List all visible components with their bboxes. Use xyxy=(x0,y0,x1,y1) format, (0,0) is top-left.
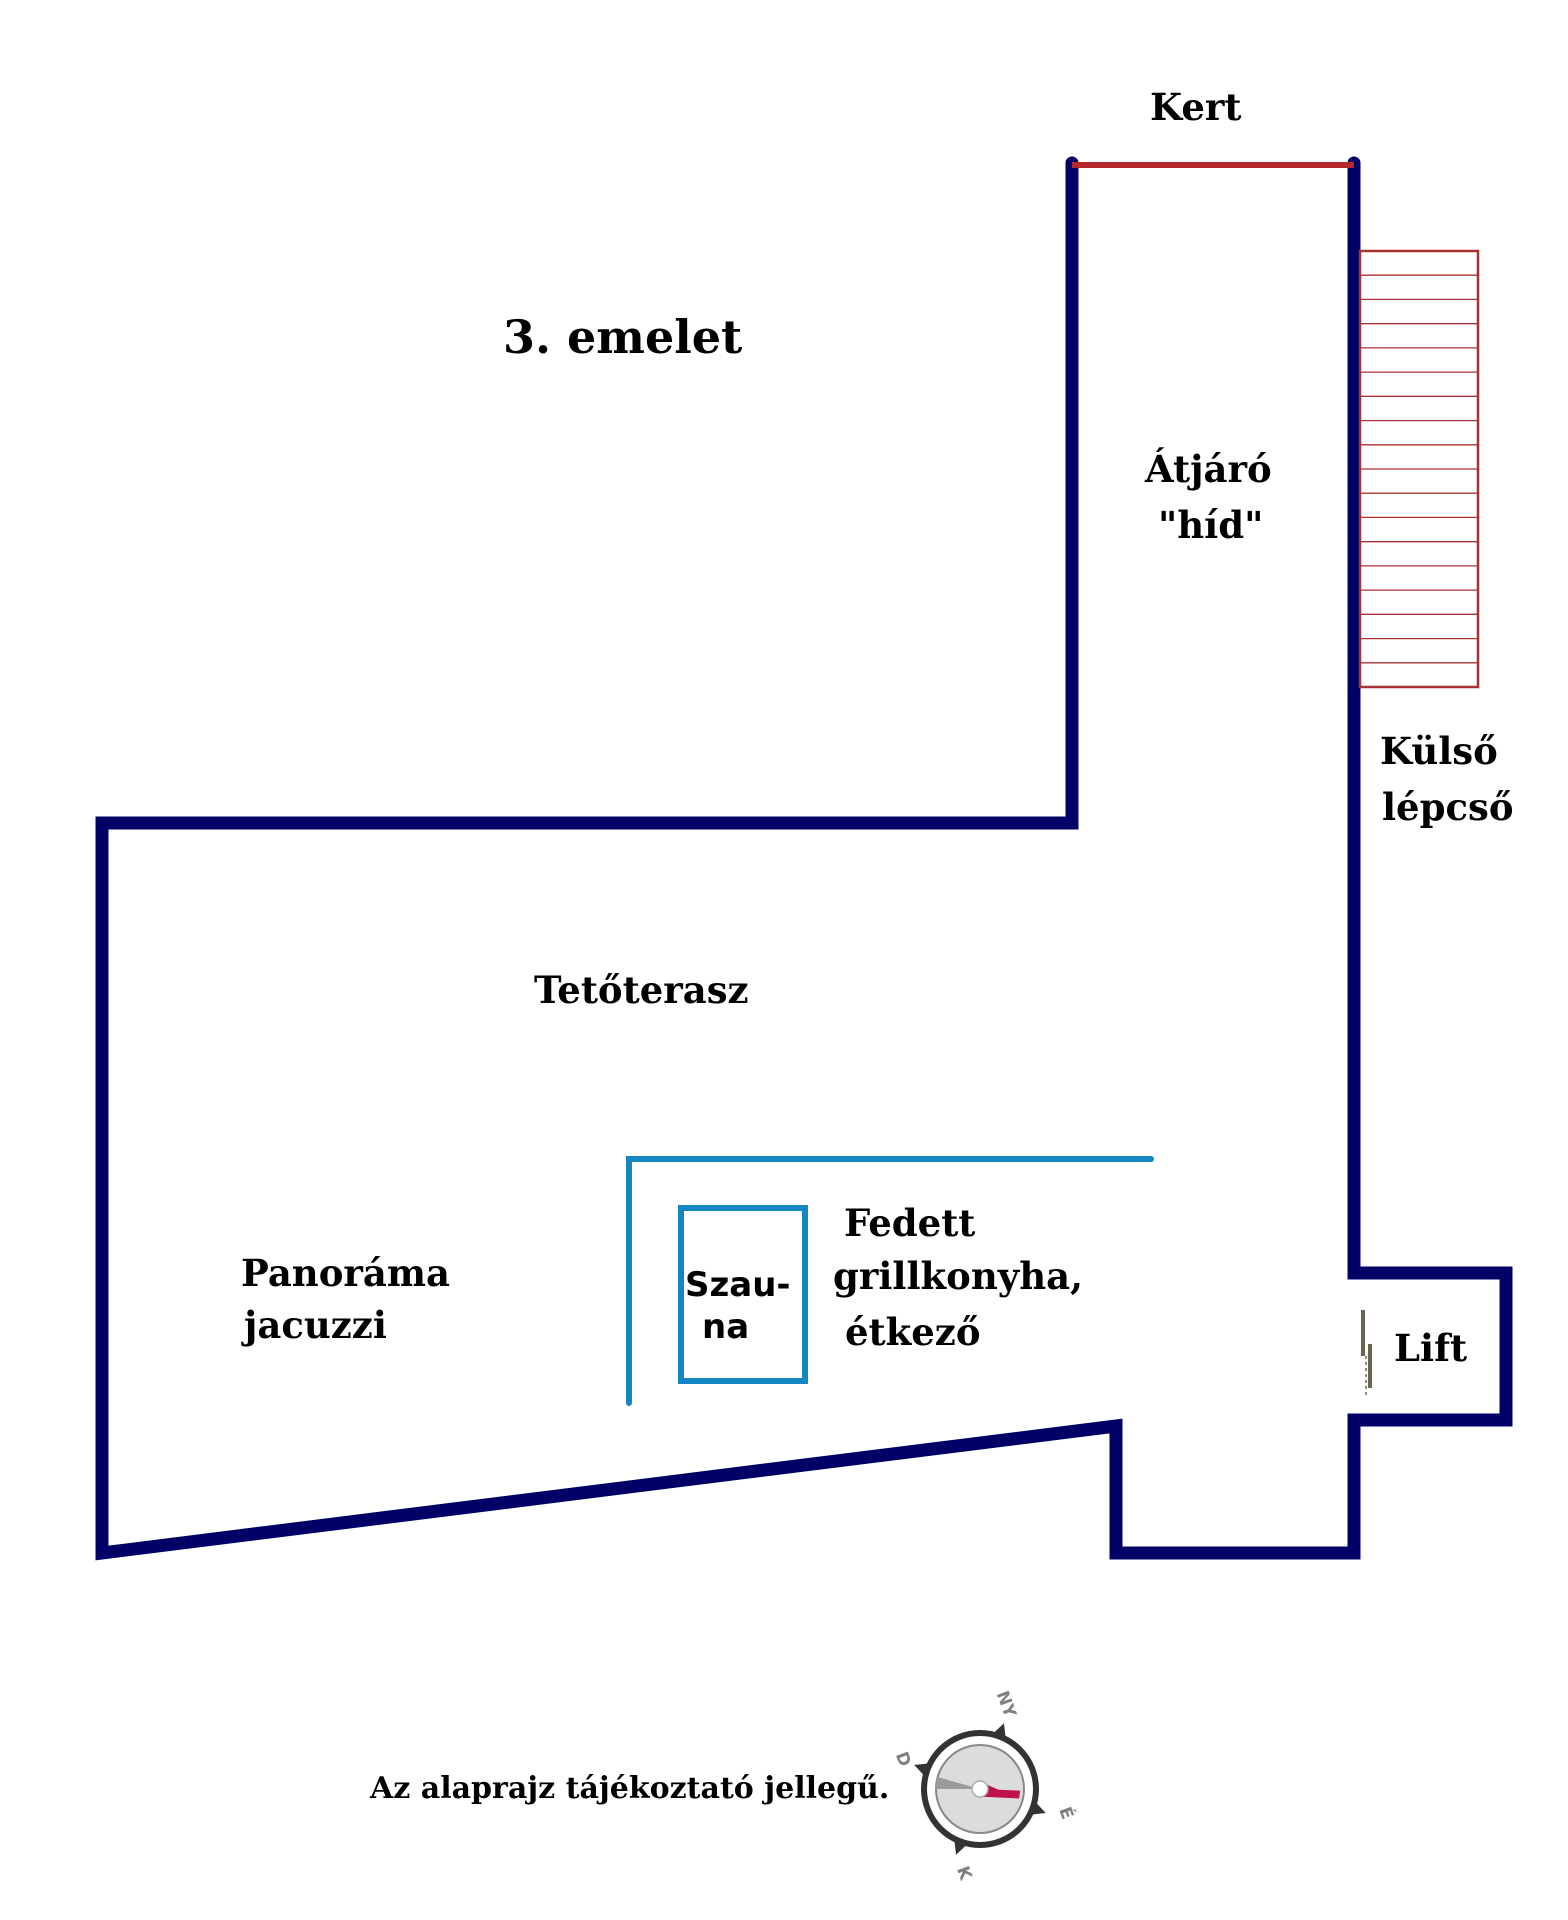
sauna-box xyxy=(678,1205,808,1384)
bridge-label-line2: "híd" xyxy=(1158,503,1263,547)
outer-wall xyxy=(95,156,1513,1561)
jacuzzi-label-line1: Panoráma xyxy=(241,1251,450,1295)
covered-kitchen-boundary xyxy=(626,1156,1154,1406)
roof-terrace-label: Tetőterasz xyxy=(534,968,749,1012)
compass-east-letter: É xyxy=(1054,1804,1079,1822)
kitchen-label-line3: étkező xyxy=(845,1310,981,1354)
sauna-label-line1: Szau- xyxy=(685,1265,791,1305)
compass-north-letter: NY xyxy=(992,1688,1020,1720)
compass-south-letter: K xyxy=(952,1864,976,1884)
jacuzzi-label-line2: jacuzzi xyxy=(241,1303,387,1347)
compass-rose: NY É K D xyxy=(891,1688,1079,1884)
kitchen-label-line2: grillkonyha, xyxy=(833,1254,1083,1298)
floor-title: 3. emelet xyxy=(503,310,743,364)
sauna-label-line2: na xyxy=(702,1307,749,1347)
lift-label: Lift xyxy=(1394,1326,1467,1370)
compass-west-letter: D xyxy=(891,1749,915,1769)
bridge-label-line1: Átjáró xyxy=(1144,447,1272,491)
disclaimer-text: Az alaprajz tájékoztató jellegű. xyxy=(369,1771,889,1806)
kitchen-label-line1: Fedett xyxy=(844,1201,975,1245)
garden-label: Kert xyxy=(1150,85,1241,129)
external-stairs xyxy=(1358,249,1480,689)
lift-door xyxy=(1361,1310,1372,1395)
compass-needle-icon xyxy=(935,1776,1021,1799)
stairs-label-line1: Külső xyxy=(1380,729,1498,773)
stairs-label-line2: lépcső xyxy=(1382,785,1514,829)
